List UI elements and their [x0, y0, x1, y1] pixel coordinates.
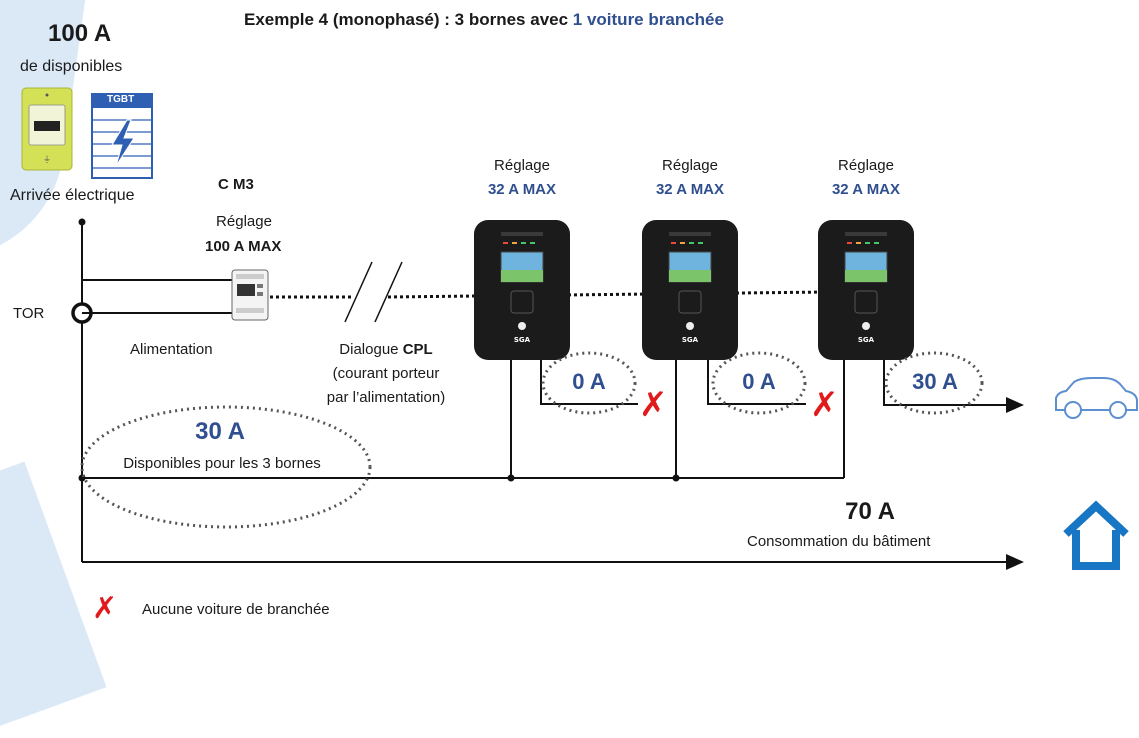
title-text: Exemple 4 (monophasé) : 3 bornes avec — [244, 10, 573, 29]
alimentation-label: Alimentation — [130, 341, 213, 358]
tgbt-panel-icon — [91, 93, 153, 179]
cross-icon: ✗ — [810, 386, 839, 424]
svg-text:SGA: SGA — [682, 336, 699, 344]
station-1-setting-value: 32 A MAX — [487, 181, 557, 198]
supply-amount: 100 A — [48, 20, 112, 47]
dialogue-line1: Dialogue CPL — [306, 341, 466, 359]
station-2-current: 0 A — [742, 369, 776, 394]
svg-text:SGA: SGA — [858, 336, 875, 344]
meter-setting-value: 100 A MAX — [205, 238, 282, 255]
dialogue-line2: (courant porteur — [332, 365, 440, 382]
house-icon — [1063, 500, 1129, 570]
building-amount: 70 A — [845, 498, 895, 525]
legend-label: Aucune voiture de branchée — [142, 601, 330, 618]
station-3-current: 30 A — [912, 369, 958, 394]
building-label: Consommation du bâtiment — [747, 533, 931, 550]
meter-setting-label: Réglage — [216, 213, 272, 230]
meter-name: C M3 — [218, 176, 254, 193]
station-1-current: 0 A — [572, 369, 606, 394]
arrival-label: Arrivée électrique — [10, 187, 135, 204]
tgbt-label: TGBT — [107, 94, 135, 105]
energy-meter-icon: ⏚ — [21, 87, 73, 171]
legend-cross-icon: ✗ — [92, 592, 118, 625]
available-ellipse — [80, 405, 372, 529]
station-2-setting-value: 32 A MAX — [655, 181, 725, 198]
car-icon — [1055, 377, 1138, 419]
lightning-icon — [111, 119, 135, 167]
station-3-current-ellipse — [884, 351, 984, 415]
available-amount: 30 A — [195, 418, 245, 445]
diagram-title: Exemple 4 (monophasé) : 3 bornes avec 1 … — [244, 10, 724, 30]
svg-text:SGA: SGA — [514, 336, 531, 344]
charging-station-1-icon: SGA — [474, 220, 570, 360]
charging-station-3-icon: SGA — [818, 220, 914, 360]
dialogue-cpl: CPL — [402, 341, 433, 358]
charging-station-2-icon: SGA — [642, 220, 738, 360]
station-3-setting-label: Réglage — [838, 157, 894, 174]
station-1-current-ellipse — [541, 351, 637, 415]
cross-icon: ✗ — [639, 386, 668, 424]
svg-text:⏚: ⏚ — [43, 155, 51, 164]
supply-label: de disponibles — [20, 58, 123, 75]
station-2-setting-label: Réglage — [662, 157, 718, 174]
tor-label: TOR — [13, 305, 45, 322]
title-highlight: 1 voiture branchée — [572, 10, 724, 29]
cm3-module-icon — [231, 269, 269, 321]
dialogue-prefix: Dialogue — [339, 341, 403, 358]
available-label: Disponibles pour les 3 bornes — [123, 455, 321, 472]
station-3-setting-value: 32 A MAX — [831, 181, 901, 198]
dialogue-line3: par l’alimentation) — [326, 389, 446, 406]
station-1-setting-label: Réglage — [494, 157, 550, 174]
diagram-canvas: ⏚ — [21, 87, 1138, 570]
station-2-current-ellipse — [711, 351, 807, 415]
